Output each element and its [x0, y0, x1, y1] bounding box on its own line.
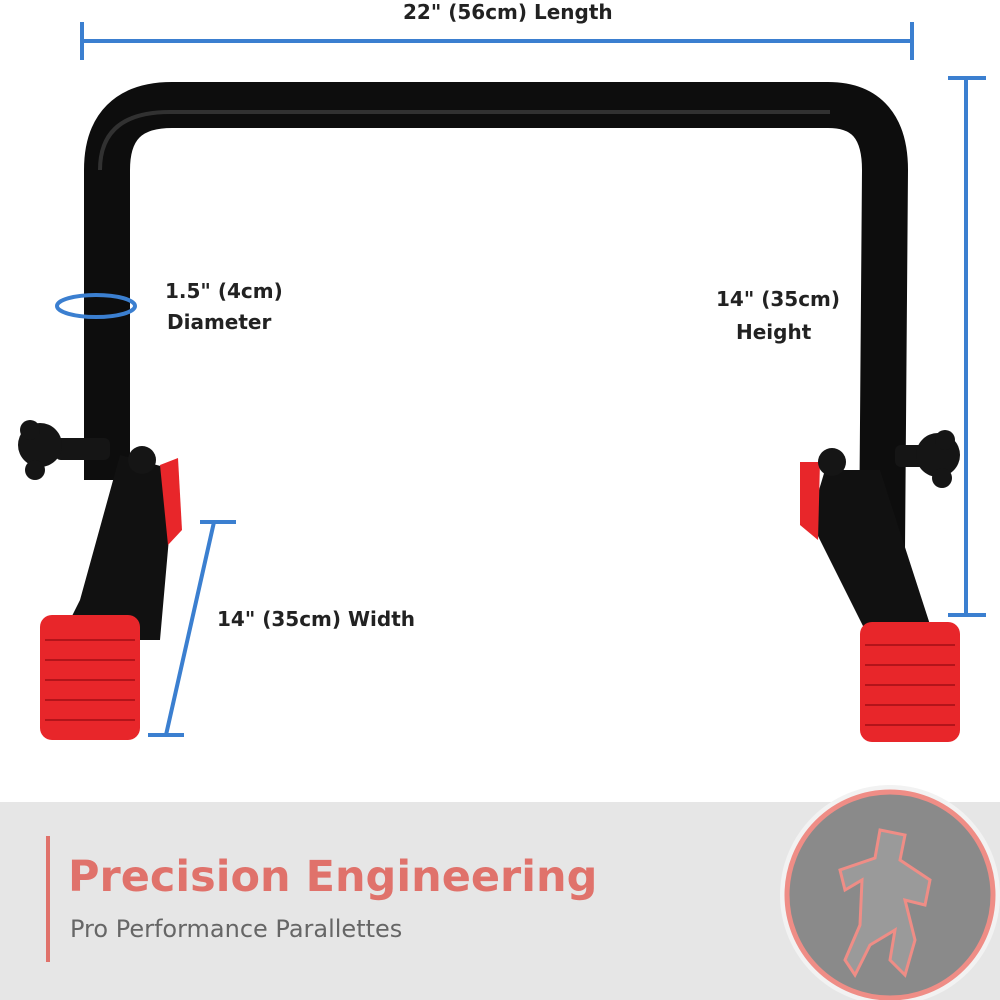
height-value: 14" (35cm): [716, 287, 841, 311]
diameter-label: Diameter: [167, 310, 272, 334]
accent-bar: [46, 836, 50, 962]
right-base: [810, 470, 935, 640]
left-foot: [40, 615, 140, 740]
right-foot: [860, 622, 960, 742]
length-label: 22" (56cm) Length: [403, 0, 613, 24]
diameter-value: 1.5" (4cm): [165, 279, 283, 303]
banner-title: Precision Engineering: [68, 852, 598, 902]
length-dimension-line: [80, 22, 914, 60]
width-label: 14" (35cm) Width: [217, 607, 416, 631]
width-dimension-line: [148, 520, 236, 737]
banner-subtitle: Pro Performance Parallettes: [70, 915, 403, 943]
left-knob: [18, 420, 156, 480]
left-base: [60, 455, 175, 640]
parallette-frame: [84, 82, 908, 551]
diameter-ring: [55, 293, 137, 319]
brand-logo: [780, 785, 1000, 1000]
height-label: Height: [736, 320, 812, 344]
height-dimension-line: [948, 76, 986, 617]
right-knob: [818, 430, 960, 488]
